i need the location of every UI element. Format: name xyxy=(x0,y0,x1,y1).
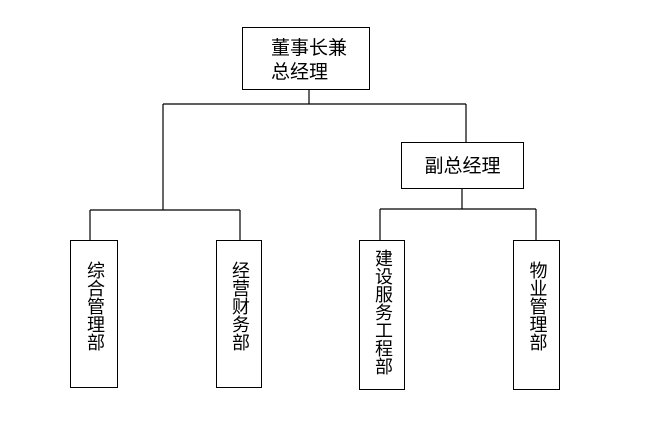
dept-construction-service-engineering: 建设服务工程部 xyxy=(359,240,405,390)
dept-construction-service-engineering-label: 建设服务工程部 xyxy=(372,249,393,375)
dept-property-management-label: 物业管理部 xyxy=(526,261,548,351)
dept-operations-finance-label: 经营财务部 xyxy=(229,261,250,351)
dept-general-management-label: 综合管理部 xyxy=(84,261,105,351)
chairman-gm-box: 董事长兼 总经理 xyxy=(242,27,370,90)
gm-title: 总经理 xyxy=(271,61,329,83)
dept-general-management: 综合管理部 xyxy=(70,240,118,388)
deputy-gm-title: 副总经理 xyxy=(424,154,501,177)
dept-property-management: 物业管理部 xyxy=(513,240,560,390)
chairman-title: 董事长兼 xyxy=(271,37,348,59)
dept-operations-finance: 经营财务部 xyxy=(216,240,262,388)
deputy-gm-box: 副总经理 xyxy=(401,142,524,189)
